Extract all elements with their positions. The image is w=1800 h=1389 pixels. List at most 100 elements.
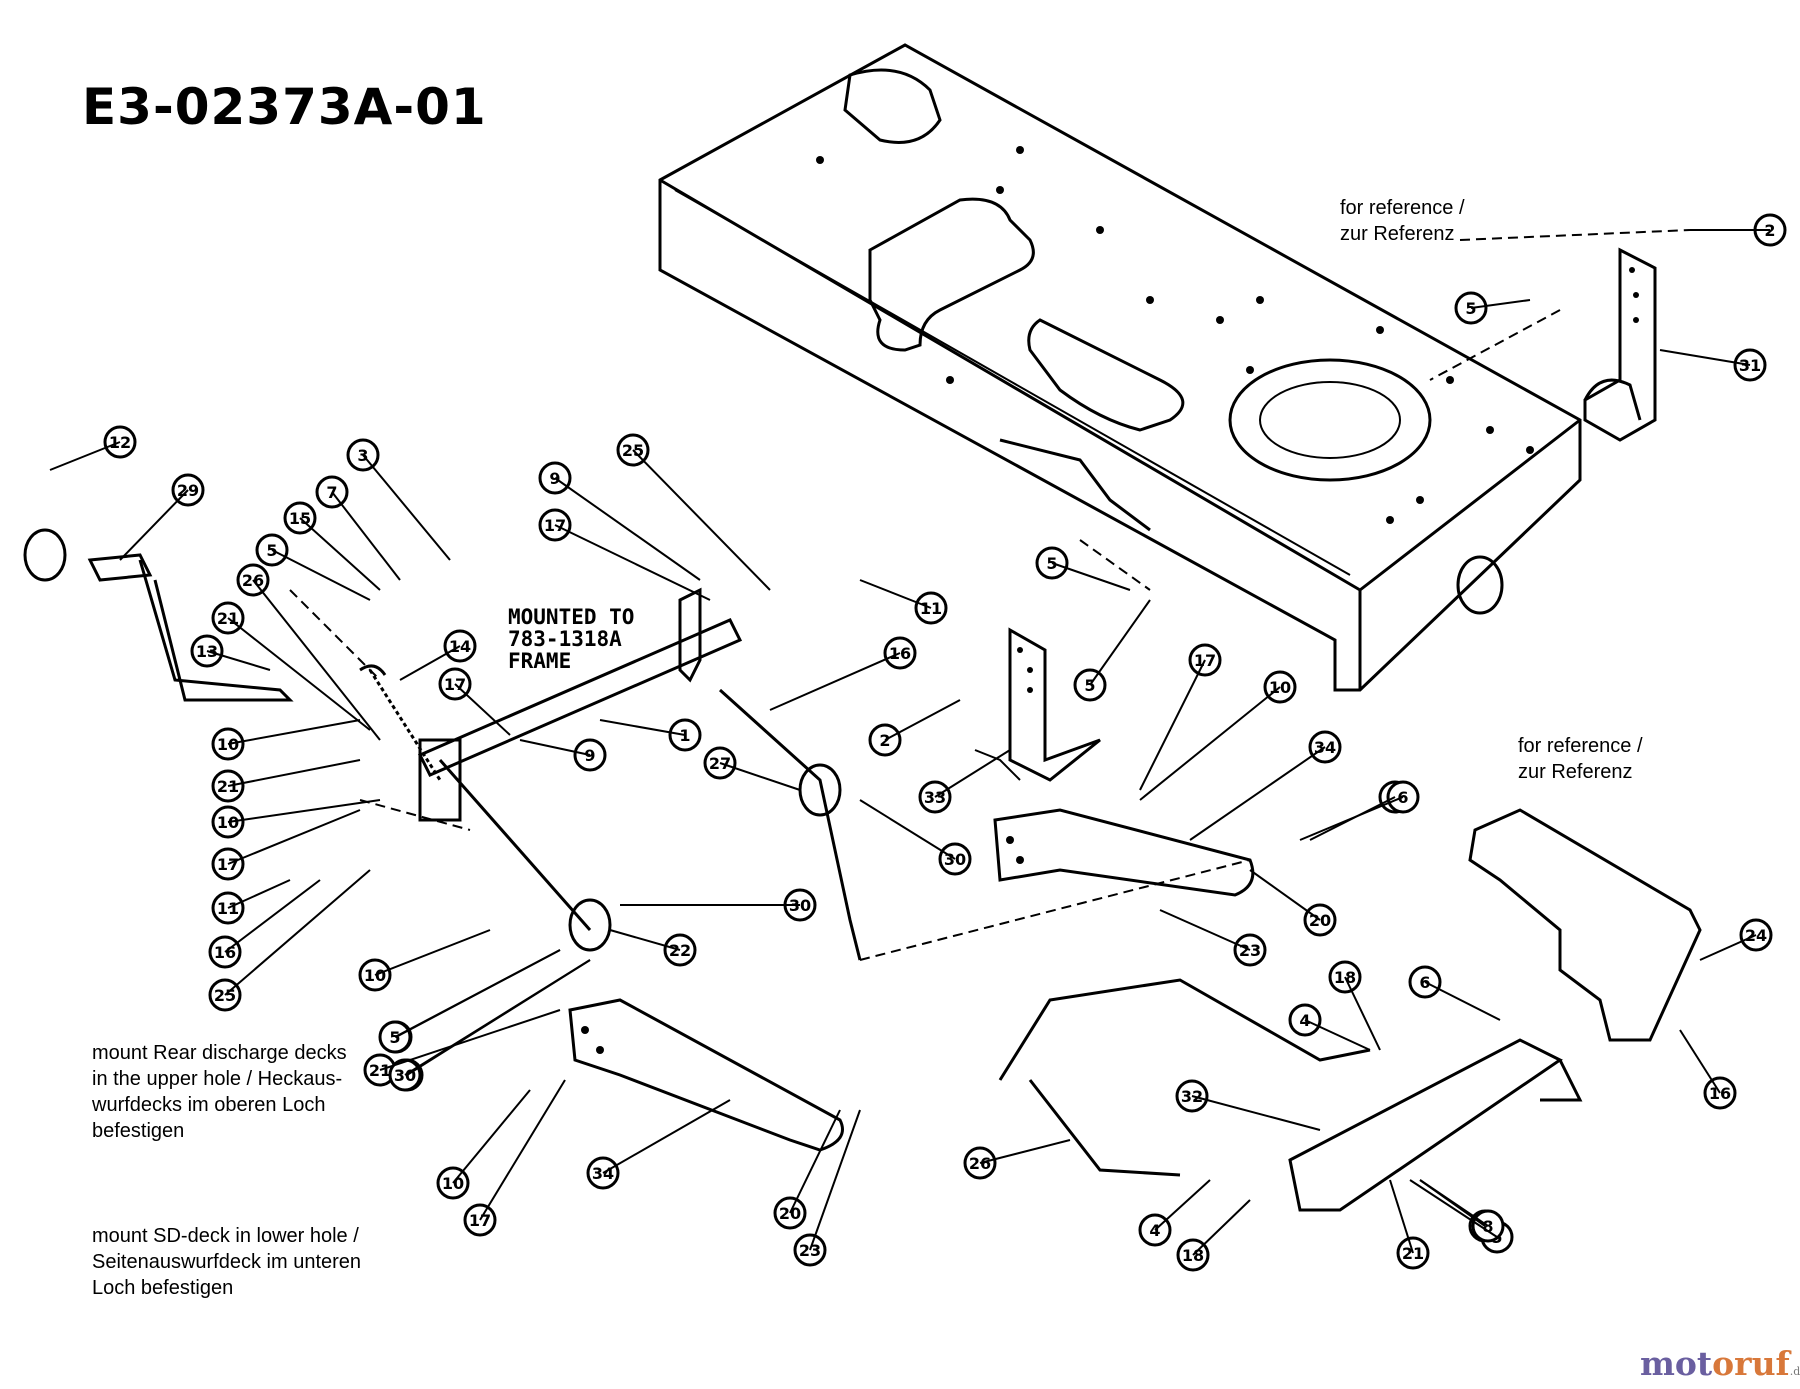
callout-leader	[227, 759, 361, 787]
callout-leader	[206, 650, 271, 671]
callout-leader	[1679, 1029, 1721, 1094]
callout-number: 20	[779, 1204, 801, 1223]
front-hanger-32	[1288, 1038, 1583, 1212]
callout-leader	[979, 1139, 1071, 1164]
callout-leader	[934, 749, 1011, 798]
callout-leader	[299, 517, 381, 591]
callout-leader	[224, 879, 321, 953]
callout-leader	[769, 652, 901, 711]
callout-number: 30	[394, 1066, 416, 1085]
callout-leader	[1409, 1179, 1498, 1238]
reference-bracket-right	[1468, 808, 1702, 1042]
callout-number: 10	[217, 813, 239, 832]
callout-number: 30	[944, 850, 966, 869]
callout-number: 2	[879, 731, 890, 750]
bolt-line-2	[1459, 229, 1691, 241]
callout-leader	[1699, 934, 1757, 961]
front-link-26	[998, 978, 1371, 1081]
callout-number: 34	[592, 1164, 614, 1183]
callout-leader	[1424, 981, 1501, 1021]
diagram-title: E3-02373A-01	[82, 78, 487, 136]
callout-number: 5	[1465, 299, 1476, 318]
frame-assembly	[658, 43, 1582, 692]
note-reference-right: for reference / zur Referenz	[1518, 733, 1643, 785]
callout-leader	[331, 491, 401, 581]
callout-leader	[1389, 1179, 1414, 1254]
note-rear-discharge: mount Rear discharge decks in the upper …	[92, 1040, 347, 1144]
watermark-logo: motoruf.de	[1640, 1344, 1800, 1383]
note-line: mount Rear discharge decks	[92, 1042, 347, 1064]
front-link-26-lower	[1028, 1079, 1181, 1177]
callout-number: 23	[1239, 941, 1261, 960]
callout-leader	[49, 441, 121, 471]
callout-leader	[1470, 299, 1531, 309]
callout-leader	[599, 719, 686, 736]
note-line: for reference /	[1340, 197, 1465, 219]
callout-number: 17	[469, 1211, 491, 1230]
callout-leader	[809, 1109, 861, 1251]
note-line: zur Referenz	[1340, 223, 1455, 245]
callout-number: 31	[1739, 356, 1761, 375]
frame-top-plate	[843, 68, 942, 144]
frame-inner-edge	[674, 189, 1351, 576]
callout-number: 21	[369, 1061, 391, 1080]
callout-number: 11	[920, 599, 942, 618]
callout-leader	[632, 449, 771, 591]
callout-leader	[1189, 746, 1326, 841]
callout-leader	[379, 1009, 561, 1071]
callout-leader	[1192, 1199, 1251, 1256]
callout-leader	[271, 549, 371, 601]
callout-leader	[119, 489, 189, 561]
frame-cutout-middle	[1027, 318, 1185, 432]
note-line: befestigen	[92, 1120, 185, 1142]
callout-leader	[452, 1089, 531, 1184]
callout-leader	[719, 762, 801, 791]
callout-number: 5	[389, 1028, 400, 1047]
note-line: MOUNTED TO	[508, 605, 635, 629]
note-line: in the upper hole / Heckaus-	[92, 1068, 343, 1090]
callout-number: 8	[1482, 1217, 1493, 1236]
note-line: wurfdecks im oberen Loch	[92, 1094, 326, 1116]
callout-number: 1	[679, 726, 690, 745]
callout-number: 16	[1709, 1084, 1731, 1103]
callout-leader	[789, 1109, 841, 1214]
bushing-30-lower	[568, 898, 612, 952]
callout-leader	[519, 739, 591, 756]
callout-leader	[859, 579, 932, 609]
lift-arm-34-left	[568, 998, 844, 1152]
callout-leader	[1139, 686, 1281, 801]
callout-leader	[1154, 1179, 1211, 1231]
callout-leader	[1304, 1019, 1371, 1051]
callout-number: 22	[669, 941, 691, 960]
note-reference-top: for reference / zur Referenz	[1340, 195, 1465, 247]
lift-handle-29	[23, 528, 294, 702]
callout-leader	[1089, 599, 1151, 686]
leader-lines	[49, 229, 1770, 1256]
callout-leader	[609, 929, 681, 951]
callout-number: 9	[584, 746, 595, 765]
callout-leader	[602, 1099, 731, 1174]
bushing-30-upper	[798, 763, 842, 817]
watermark-part: oruf	[1712, 1344, 1790, 1383]
note-line: Seitenauswurfdeck im unteren	[92, 1251, 362, 1273]
note-line: Loch befestigen	[92, 1277, 234, 1299]
callout-leader	[227, 799, 381, 823]
note-sd-deck: mount SD-deck in lower hole / Seitenausw…	[92, 1223, 361, 1301]
frame-pedestal-ring	[1228, 358, 1432, 482]
frame-holes	[816, 146, 1534, 524]
callout-leader	[554, 477, 701, 581]
note-line: zur Referenz	[1518, 761, 1633, 783]
frame-side-hole	[1456, 555, 1504, 615]
note-line: for reference /	[1518, 735, 1643, 757]
callout-leader	[227, 879, 291, 909]
callout-leader	[227, 809, 361, 865]
callout-leader	[1159, 909, 1251, 951]
frame-pedestal-inner	[1259, 381, 1401, 459]
callout-number: 23	[799, 1241, 821, 1260]
note-line: mount SD-deck in lower hole /	[92, 1225, 359, 1247]
callout-leader	[554, 524, 711, 601]
bracket-31	[1583, 247, 1657, 442]
callout-leader	[479, 1079, 566, 1221]
